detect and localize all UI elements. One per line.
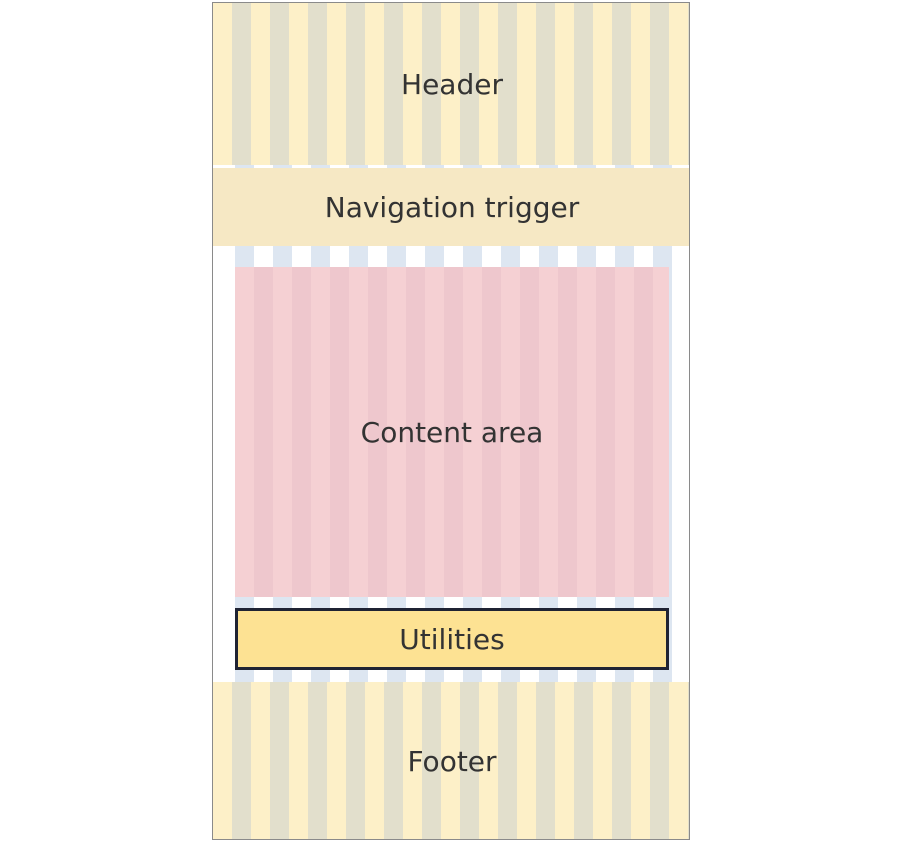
header-region: Header: [213, 3, 689, 165]
utilities-region: Utilities: [235, 608, 669, 670]
navigation-trigger-region: Navigation trigger: [213, 168, 689, 246]
content-area-region: Content area: [235, 267, 669, 597]
navigation-trigger-label: Navigation trigger: [324, 190, 580, 224]
layout-diagram: Header Navigation trigger Content area U…: [212, 2, 690, 840]
footer-region: Footer: [213, 682, 689, 839]
footer-label: Footer: [407, 745, 497, 778]
utilities-label: Utilities: [399, 622, 505, 656]
content-area-label: Content area: [360, 415, 544, 449]
header-label: Header: [401, 67, 503, 101]
